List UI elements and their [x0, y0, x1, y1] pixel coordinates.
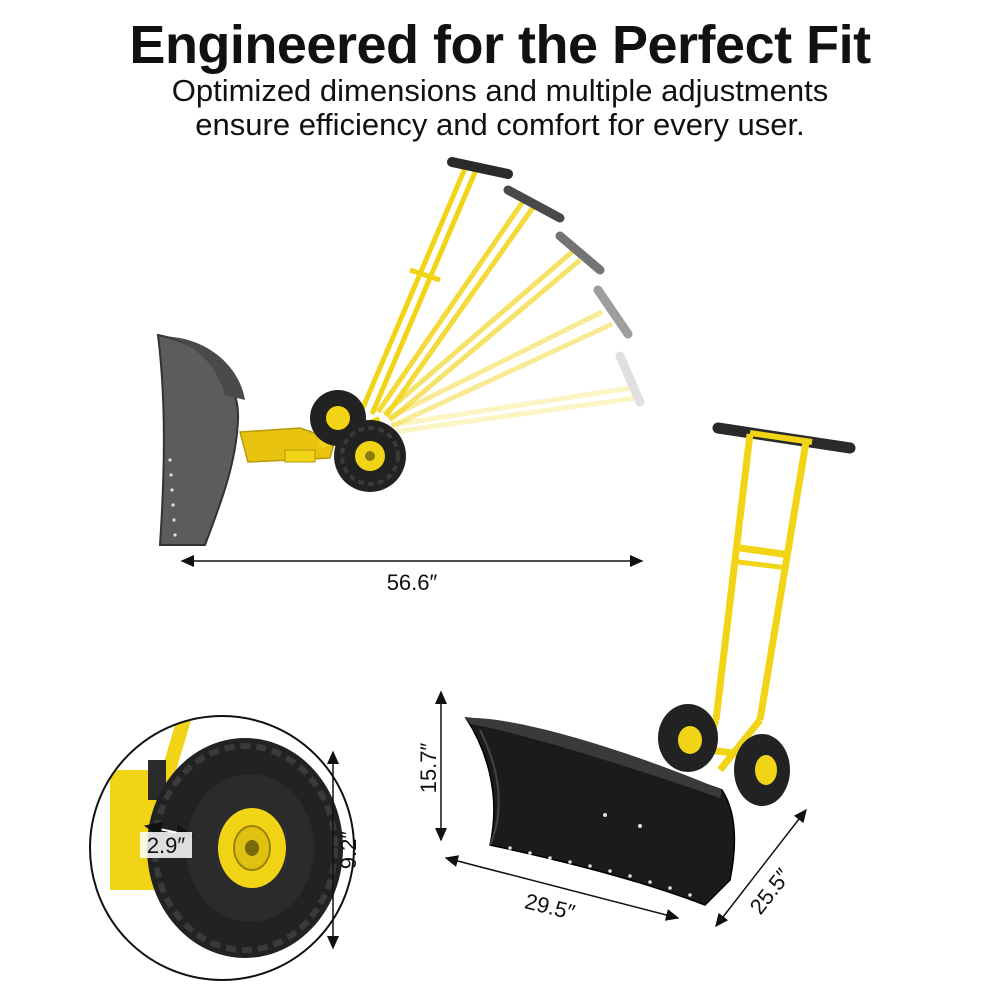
handle-position-2	[375, 185, 565, 418]
blade-height-dimension: 15.7″	[416, 690, 447, 842]
overall-length-label: 56.6″	[387, 570, 438, 595]
page-title: Engineered for the Perfect Fit	[129, 15, 871, 75]
side-wheel-front	[334, 420, 406, 492]
side-view-shovel	[156, 157, 645, 546]
wheel-detail-inset	[89, 715, 355, 981]
overall-length-dimension: 56.6″	[180, 555, 644, 595]
wheel-diameter-dimension: 9.2″	[327, 750, 361, 950]
wheel-diameter-label: 9.2″	[336, 831, 361, 870]
blade-depth-label: 25.5″	[745, 864, 796, 919]
subtitle-line-1: Optimized dimensions and multiple adjust…	[171, 73, 829, 108]
blade-width-label: 29.5″	[522, 888, 577, 925]
handle-position-1	[359, 157, 513, 415]
page-subtitle: Optimized dimensions and multiple adjust…	[0, 74, 1000, 142]
handle-position-3	[382, 231, 605, 422]
wheel-width-label: 2.9″	[147, 833, 186, 858]
handle-position-5	[391, 351, 645, 435]
wheel-width-dimension: 2.9″	[140, 821, 194, 858]
front-wheel-left	[658, 704, 718, 772]
front-view-shovel	[464, 422, 856, 906]
front-wheel-right	[734, 734, 790, 806]
blade-height-label: 15.7″	[416, 742, 441, 793]
subtitle-line-2: ensure efficiency and comfort for every …	[195, 107, 805, 142]
handle-position-4	[386, 285, 633, 429]
